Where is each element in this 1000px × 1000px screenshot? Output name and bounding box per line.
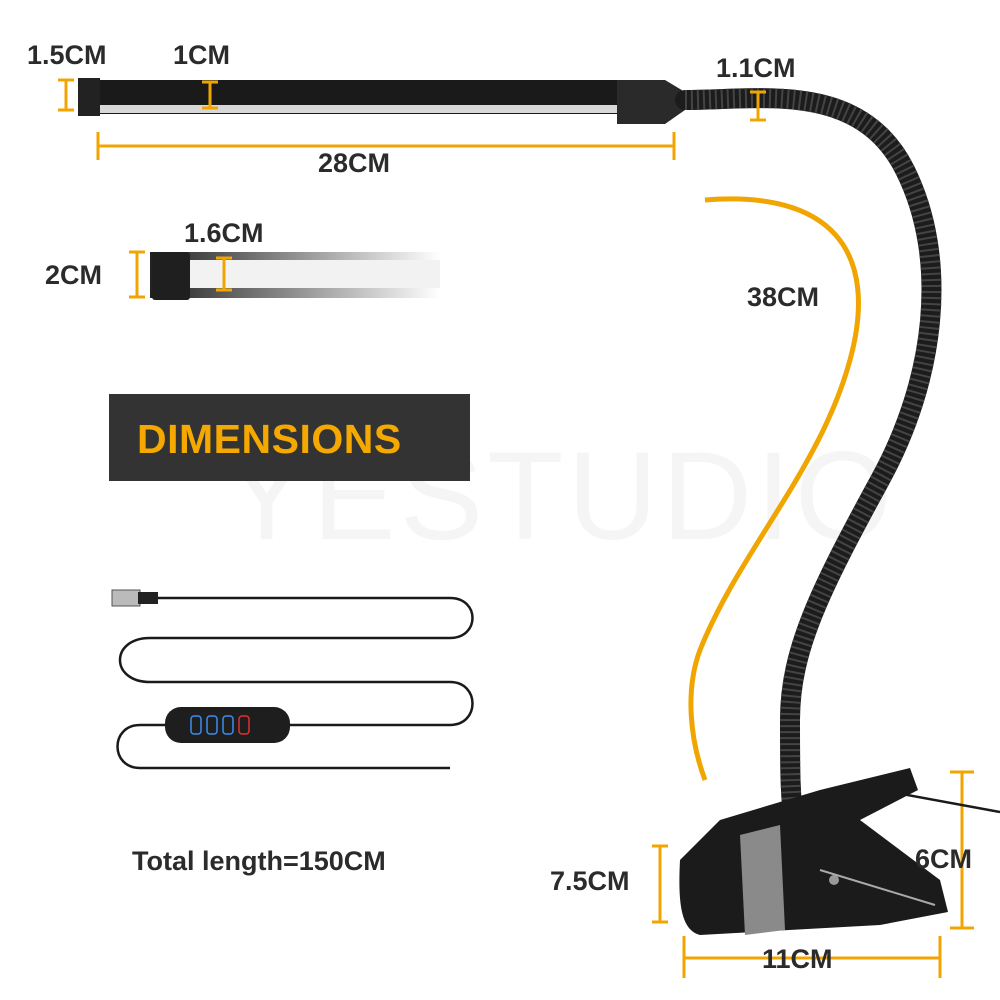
label-total-length: Total length=150CM <box>132 846 386 876</box>
banner-title: DIMENSIONS <box>137 416 402 462</box>
label-side-thickness: 1.6CM <box>184 218 264 248</box>
label-head-height: 1.5CM <box>27 40 107 70</box>
label-panel-thickness: 1CM <box>173 40 231 70</box>
label-neck-length: 38CM <box>747 282 820 312</box>
dimension-lines <box>58 78 974 978</box>
label-side-height: 2CM <box>45 260 103 290</box>
label-clip-height: 6CM <box>915 844 973 874</box>
gooseneck <box>675 88 942 840</box>
label-clip-depth: 7.5CM <box>550 866 630 896</box>
side-profile <box>150 252 440 300</box>
inline-controller <box>165 707 290 743</box>
usb-plug <box>111 589 158 607</box>
label-head-length: 28CM <box>318 148 391 178</box>
lamp-head <box>78 78 685 124</box>
label-clip-width: 11CM <box>762 944 833 974</box>
neck-length-indicator <box>688 196 861 781</box>
label-neck-diameter: 1.1CM <box>716 53 796 83</box>
dimensions-banner: DIMENSIONS <box>109 394 470 481</box>
clamp <box>679 768 948 935</box>
